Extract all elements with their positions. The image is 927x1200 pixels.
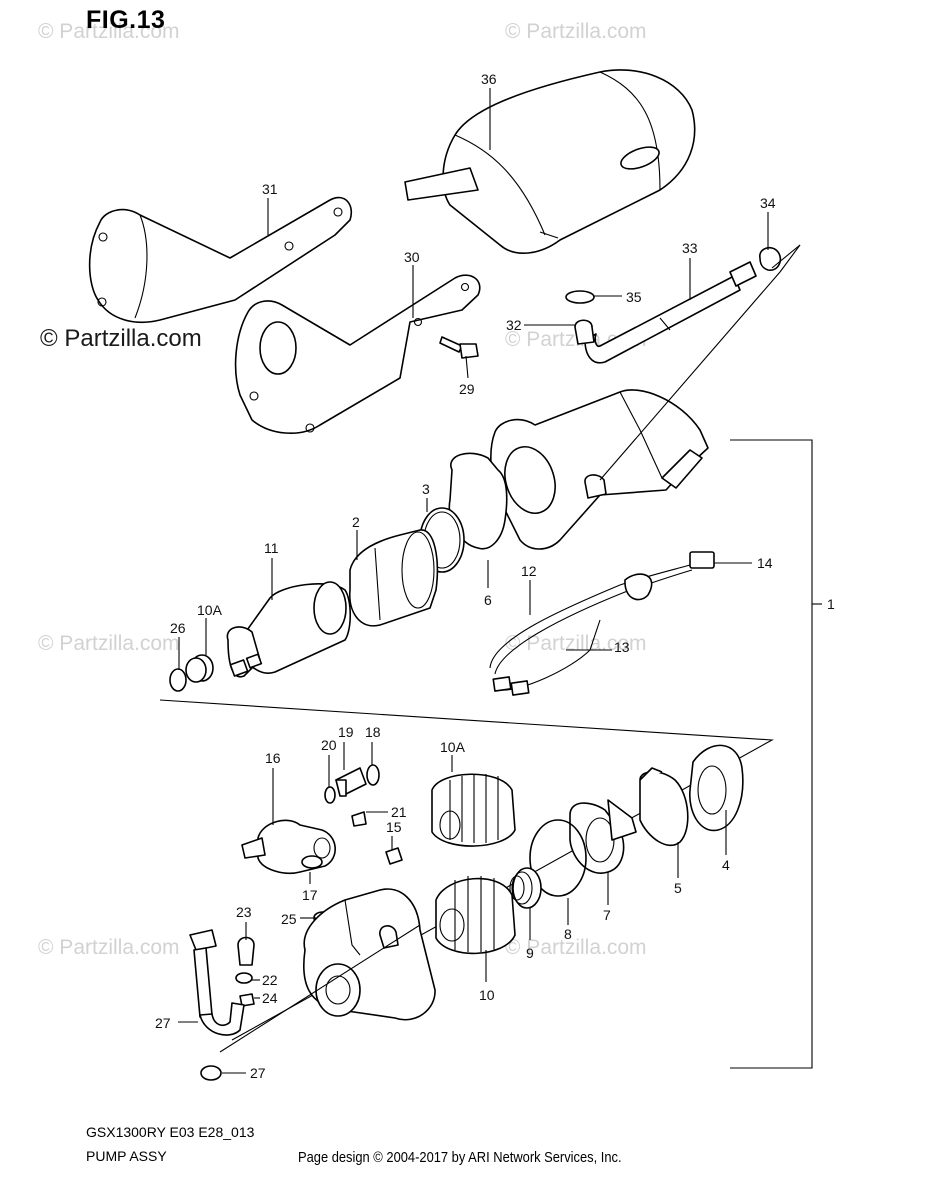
part-33-hose <box>574 261 757 364</box>
part-22-screw <box>351 811 367 827</box>
callout-35: 35 <box>626 289 642 305</box>
part-27-oring-bottom <box>200 1065 222 1081</box>
watermark: © Partzilla.com <box>38 20 180 43</box>
callout-33: 33 <box>682 240 698 256</box>
part-12-pump <box>226 581 352 678</box>
partzilla-watermark: © Partzilla.com <box>40 325 202 352</box>
callout-3: 3 <box>422 481 430 497</box>
part-29-bolt <box>439 336 479 359</box>
assembly-name: PUMP ASSY <box>86 1148 167 1164</box>
part-21-oring <box>324 786 336 804</box>
part-20-valve <box>335 767 367 797</box>
callout-11: 10A <box>197 602 223 618</box>
part-34-clamp <box>759 244 801 271</box>
callout-27-bottom: 27 <box>250 1065 266 1081</box>
callout-25: 24 <box>262 990 278 1006</box>
pump-body <box>303 888 436 1021</box>
callout-22: 21 <box>391 804 407 820</box>
callout-36: 36 <box>481 71 497 87</box>
part-5-plate <box>639 767 689 847</box>
part-2-holder <box>349 529 439 627</box>
callout-13: 12 <box>521 563 537 579</box>
callout-12: 11 <box>264 540 279 556</box>
figure-title: FIG.13 <box>86 6 166 34</box>
part-10a-filter <box>431 773 516 847</box>
callout-16: 15 <box>386 819 402 835</box>
part-11-filter <box>185 654 214 683</box>
callout-18: 17 <box>302 887 318 903</box>
callout-29: 29 <box>459 381 475 397</box>
part-14-connector <box>492 676 530 696</box>
page-credit: Page design © 2004-2017 by ARI Network S… <box>298 1149 622 1166</box>
part-24-fitting <box>237 936 255 966</box>
leader-lines <box>178 88 822 1074</box>
callout-23: 22 <box>262 972 278 988</box>
part-36-cover <box>404 69 696 255</box>
callout-26: 25 <box>281 911 297 927</box>
part-10-filter <box>435 876 516 955</box>
callout-4: 4 <box>722 857 730 873</box>
watermark: © Partzilla.com <box>505 936 647 959</box>
part-8-oring <box>529 819 587 897</box>
callout-31: 31 <box>262 181 278 197</box>
callout-28: 27 <box>155 1015 171 1031</box>
part-30-bracket <box>234 274 481 435</box>
callout-6: 6 <box>484 592 492 608</box>
callout-5: 5 <box>674 880 682 896</box>
callout-7: 7 <box>603 907 611 923</box>
callout-8: 8 <box>564 926 572 942</box>
callout-1: 1 <box>827 596 835 612</box>
callout-10a: 10A <box>440 739 466 755</box>
callout-32: 32 <box>506 317 522 333</box>
callout-15: 14 <box>757 555 773 571</box>
exploded-plane <box>159 699 774 1041</box>
part-7-rotor <box>569 799 637 874</box>
pump-housing <box>490 389 709 550</box>
callout-34: 34 <box>760 195 776 211</box>
part-31-bracket <box>88 196 352 323</box>
watermark: © Partzilla.com <box>505 20 647 43</box>
model-code: GSX1300RY E03 E28_013 <box>86 1124 255 1140</box>
part-25-bolt <box>239 993 255 1007</box>
callout-19: 18 <box>365 724 381 740</box>
callout-2: 2 <box>352 514 360 530</box>
watermark: © Partzilla.com <box>38 632 180 655</box>
callout-24: 23 <box>236 904 252 920</box>
callout-labels: 36 31 30 29 32 35 33 34 3 6 2 11 10A 26 … <box>155 71 835 1081</box>
part-16-bolt <box>385 847 403 865</box>
part-23-washer <box>235 972 253 984</box>
callout-14: 13 <box>614 639 630 655</box>
callout-9: 9 <box>526 945 534 961</box>
callout-21: 20 <box>321 737 337 753</box>
callout-20: 19 <box>338 724 354 740</box>
part-27-oring-top <box>169 668 187 692</box>
part-35-clamp <box>565 290 622 304</box>
callout-30: 30 <box>404 249 420 265</box>
watermark: © Partzilla.com <box>38 936 180 959</box>
callout-17: 16 <box>265 750 281 766</box>
part-28-pipe <box>189 929 245 1036</box>
part-4-gear <box>689 744 744 832</box>
callout-27-top: 26 <box>170 620 186 636</box>
part-19-oring <box>366 764 380 786</box>
watermark: © Partzilla.com <box>505 632 647 655</box>
part-18-oring <box>301 855 323 869</box>
callout-10: 10 <box>479 987 495 1003</box>
part-9-spring <box>509 867 542 909</box>
